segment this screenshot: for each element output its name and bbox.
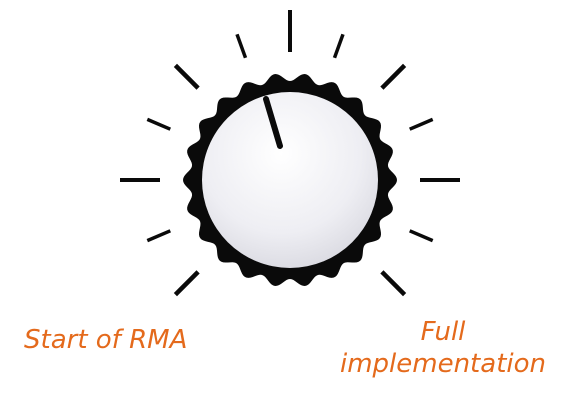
dial-tick-5 [173,63,200,90]
dial-tick-7 [146,117,171,131]
full-implementation-label: Full implementation [328,316,558,380]
dial-tick-marks [120,10,460,297]
dial-tick-13 [173,270,200,297]
dial-tick-6 [409,117,434,131]
dial-tick-11 [146,229,171,243]
full-implementation-line-2: implementation [339,349,546,379]
full-implementation-line-1: Full [420,317,466,347]
dial-tick-10 [409,229,434,243]
dial-tick-12 [380,270,407,297]
start-of-rma-label: Start of RMA [24,325,188,355]
knob-face [202,92,378,268]
dial-tick-4 [380,63,407,90]
dial-tick-3 [235,33,248,59]
knob-pointer-indicator [263,96,283,149]
dial-tick-2 [332,33,345,59]
